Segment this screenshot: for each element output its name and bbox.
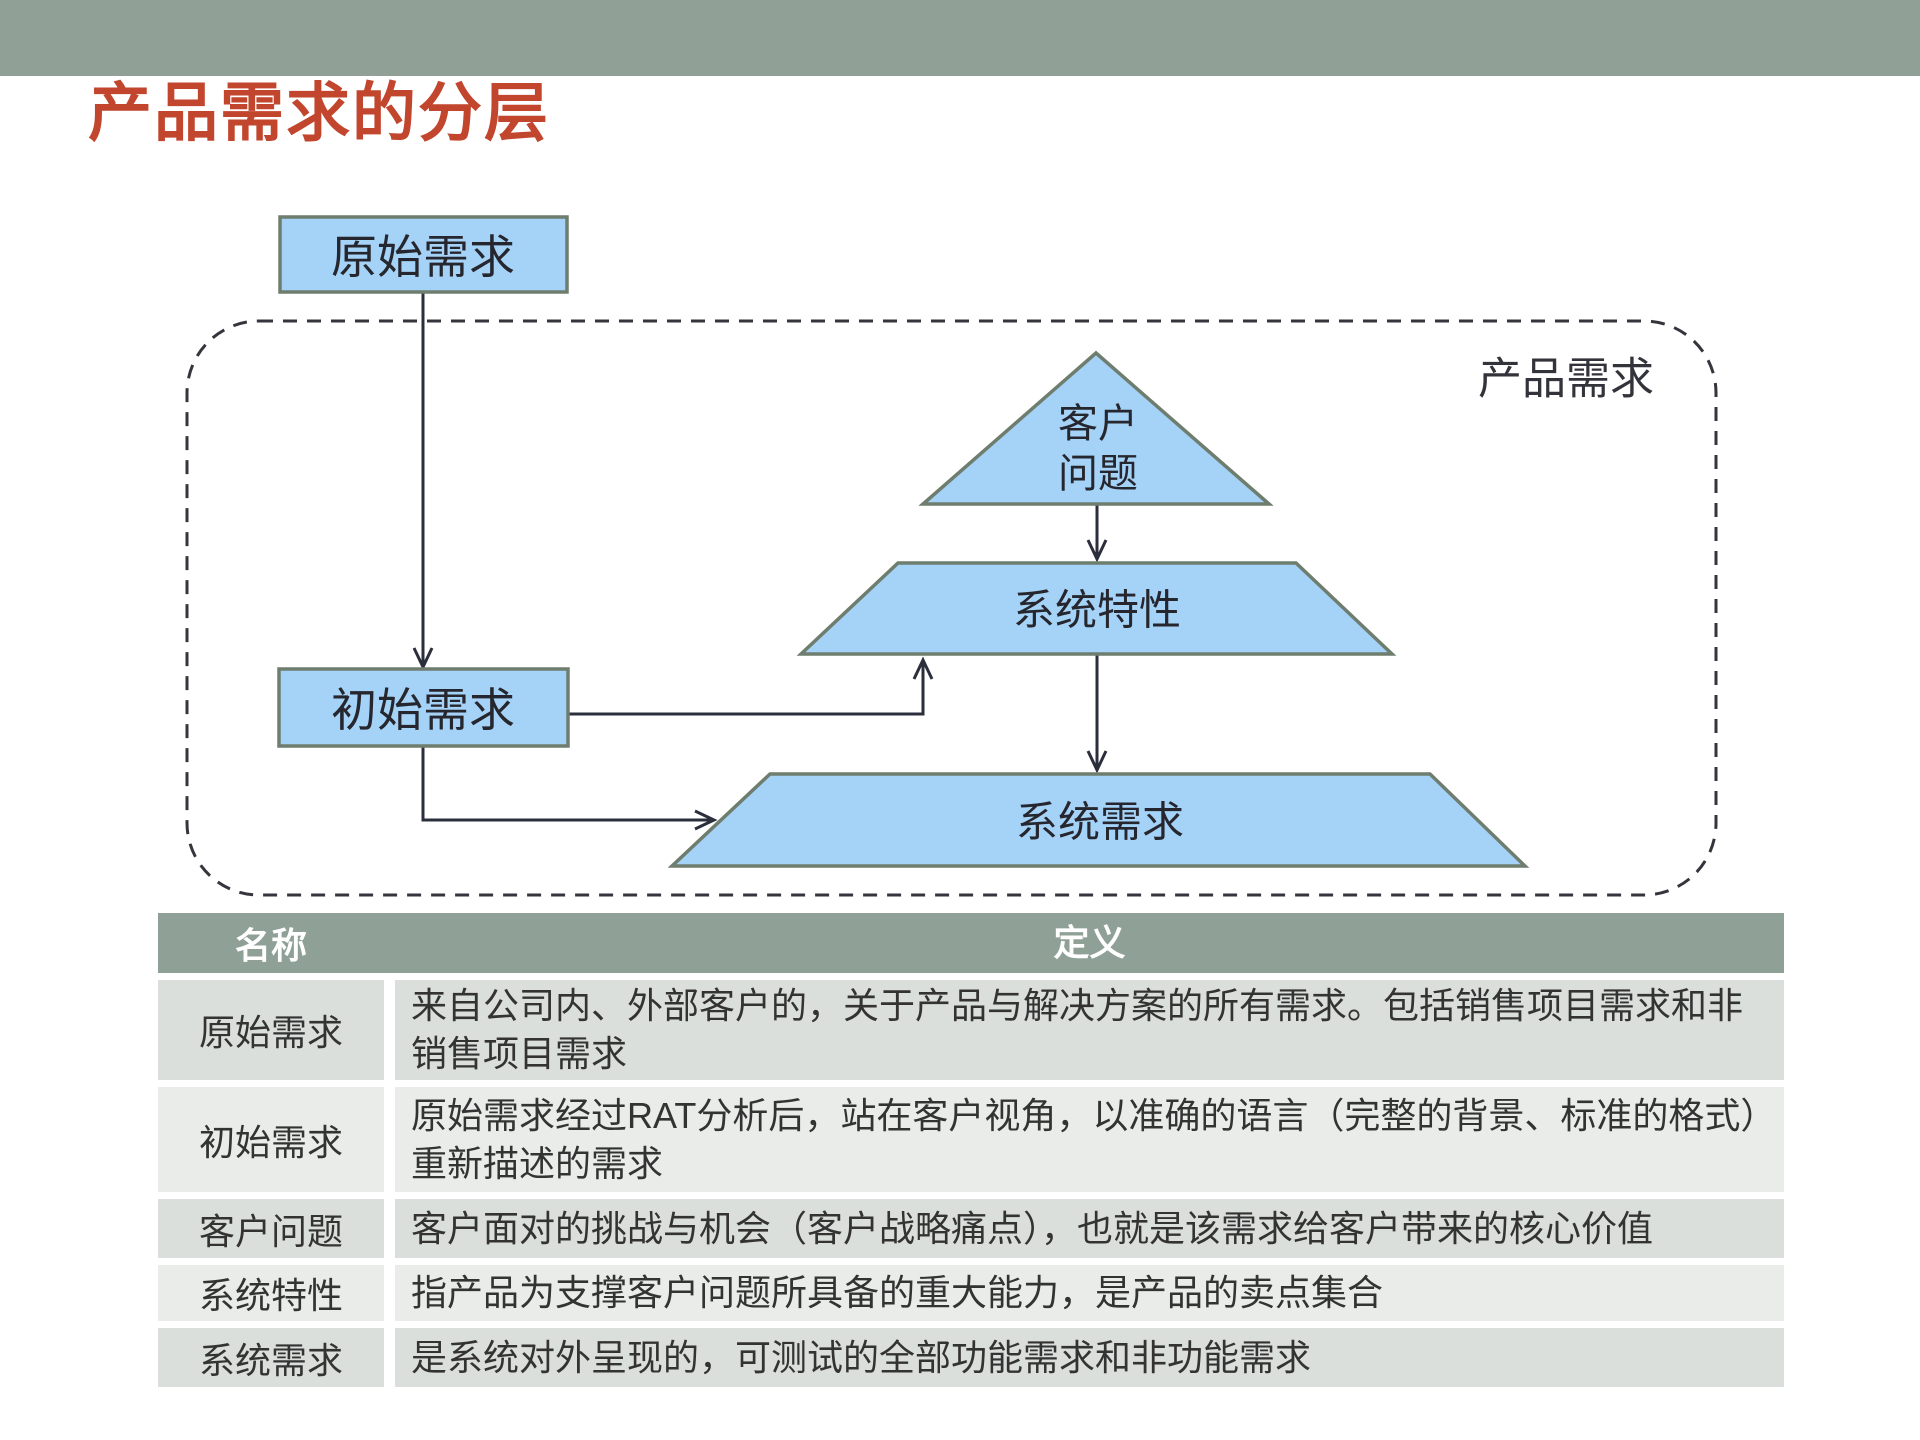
product-requirements-group-border	[185, 319, 1718, 897]
connector-initial-to-system-feature	[568, 656, 934, 716]
raw-requirement-box	[278, 215, 569, 294]
system-requirement-label: 系统需求	[1016, 799, 1184, 846]
row-name: 系统需求	[158, 1328, 384, 1387]
system-feature-trapezoid	[796, 561, 1397, 656]
table-header-name: 名称	[158, 913, 384, 973]
customer-problem-label-line1: 客户	[1058, 402, 1138, 446]
customer-problem-triangle	[918, 350, 1274, 506]
row-definition: 来自公司内、外部客户的，关于产品与解决方案的所有需求。包括销售项目需求和非销售项…	[395, 980, 1784, 1080]
table-row: 初始需求 原始需求经过RAT分析后，站在客户视角，以准确的语言（完整的背景、标准…	[158, 1087, 1784, 1192]
table-row: 原始需求 来自公司内、外部客户的，关于产品与解决方案的所有需求。包括销售项目需求…	[158, 980, 1784, 1080]
product-requirements-group-label: 产品需求	[1478, 355, 1654, 404]
table-row: 系统需求 是系统对外呈现的，可测试的全部功能需求和非功能需求	[158, 1328, 1784, 1387]
raw-requirement-label: 原始需求	[331, 231, 515, 283]
row-definition: 是系统对外呈现的，可测试的全部功能需求和非功能需求	[395, 1328, 1784, 1387]
row-name: 初始需求	[158, 1087, 384, 1192]
row-definition: 客户面对的挑战与机会（客户战略痛点），也就是该需求给客户带来的核心价值	[395, 1199, 1784, 1258]
system-feature-label: 系统特性	[1013, 587, 1181, 634]
page-title: 产品需求的分层	[88, 77, 550, 149]
definitions-table: 名称 定义 原始需求 来自公司内、外部客户的，关于产品与解决方案的所有需求。包括…	[158, 913, 1784, 1387]
row-name: 原始需求	[158, 980, 384, 1080]
row-definition: 指产品为支撑客户问题所具备的重大能力，是产品的卖点集合	[395, 1265, 1784, 1321]
initial-requirement-box	[277, 667, 570, 748]
row-definition: 原始需求经过RAT分析后，站在客户视角，以准确的语言（完整的背景、标准的格式）重…	[395, 1087, 1784, 1192]
row-name: 客户问题	[158, 1199, 384, 1258]
table-row: 客户问题 客户面对的挑战与机会（客户战略痛点），也就是该需求给客户带来的核心价值	[158, 1199, 1784, 1258]
system-requirement-trapezoid	[667, 772, 1530, 868]
initial-requirement-label: 初始需求	[331, 684, 515, 736]
customer-problem-label-line2: 问题	[1058, 452, 1138, 496]
table-header-definition: 定义	[395, 913, 1784, 973]
table-header-row: 名称 定义	[158, 913, 1784, 973]
row-name: 系统特性	[158, 1265, 384, 1321]
connector-initial-to-system-requirement	[421, 746, 718, 831]
table-row: 系统特性 指产品为支撑客户问题所具备的重大能力，是产品的卖点集合	[158, 1265, 1784, 1321]
top-accent-bar	[0, 0, 1920, 76]
